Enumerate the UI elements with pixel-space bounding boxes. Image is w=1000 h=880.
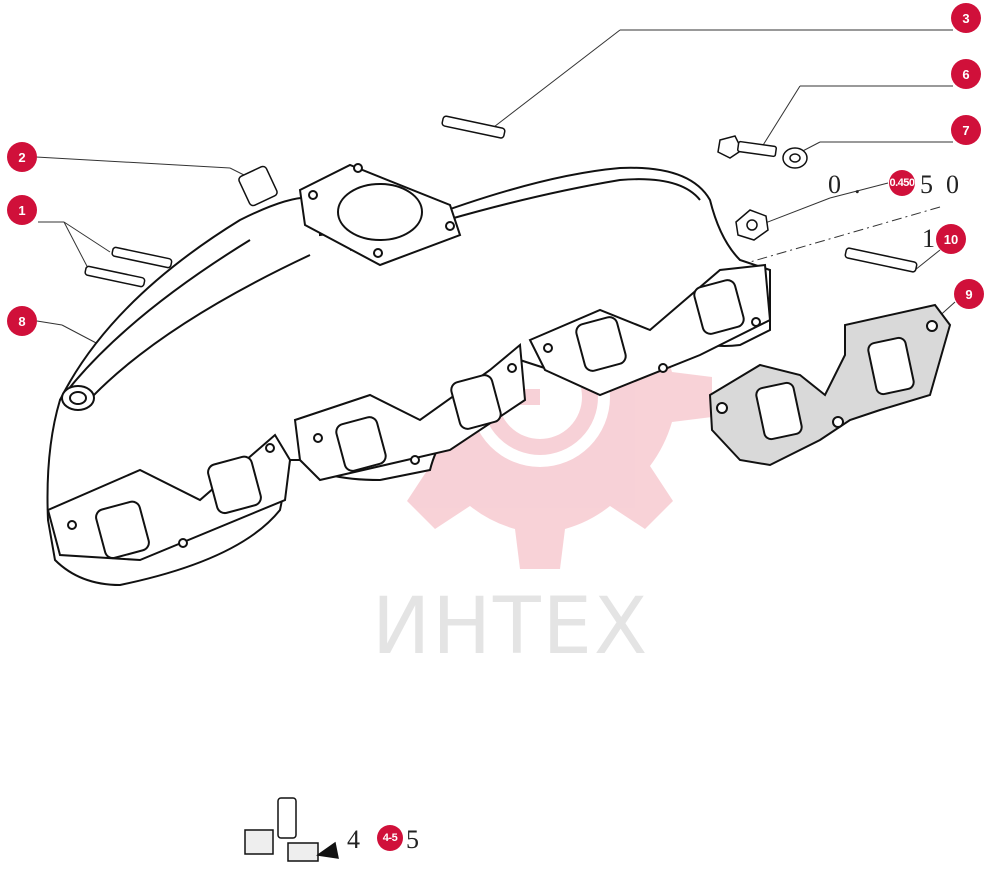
callout-10[interactable]: 10: [936, 224, 966, 254]
callout-9[interactable]: 9: [954, 279, 984, 309]
port-flange-2: [293, 343, 527, 482]
nut: [735, 209, 769, 241]
side-number-prefix: 1: [922, 224, 935, 253]
stud-10: [844, 247, 918, 273]
stud-1a: [111, 246, 173, 269]
stud-parts: [84, 115, 918, 288]
part-code-left: 0 .: [828, 170, 861, 199]
footer-stud-icon: [244, 797, 339, 862]
watermark-text: ИНТЕХ: [372, 582, 650, 672]
callout-7[interactable]: 7: [951, 115, 981, 145]
stud-1b: [84, 265, 146, 288]
manifold-gasket: [708, 303, 952, 467]
washer-7: [782, 147, 808, 169]
callout-2[interactable]: 2: [7, 142, 37, 172]
stud-3: [441, 115, 506, 139]
callout-1[interactable]: 1: [7, 195, 37, 225]
bolt-6: [717, 135, 778, 159]
side-boss: [61, 385, 95, 411]
stud-2: [238, 165, 278, 207]
callout-3[interactable]: 3: [951, 3, 981, 33]
port-flange-3: [528, 263, 772, 397]
callout-part-code[interactable]: 0.450: [889, 170, 915, 196]
footer-text-left: 4: [347, 825, 360, 854]
footer-text-right: 5: [406, 825, 419, 854]
top-flange: [298, 163, 462, 267]
callout-4-5[interactable]: 4-5: [377, 825, 403, 851]
port-flange-1: [46, 433, 292, 562]
callout-8[interactable]: 8: [7, 306, 37, 336]
part-code-right: 5 0: [920, 170, 959, 199]
callout-6[interactable]: 6: [951, 59, 981, 89]
leader-lines: [35, 29, 956, 346]
